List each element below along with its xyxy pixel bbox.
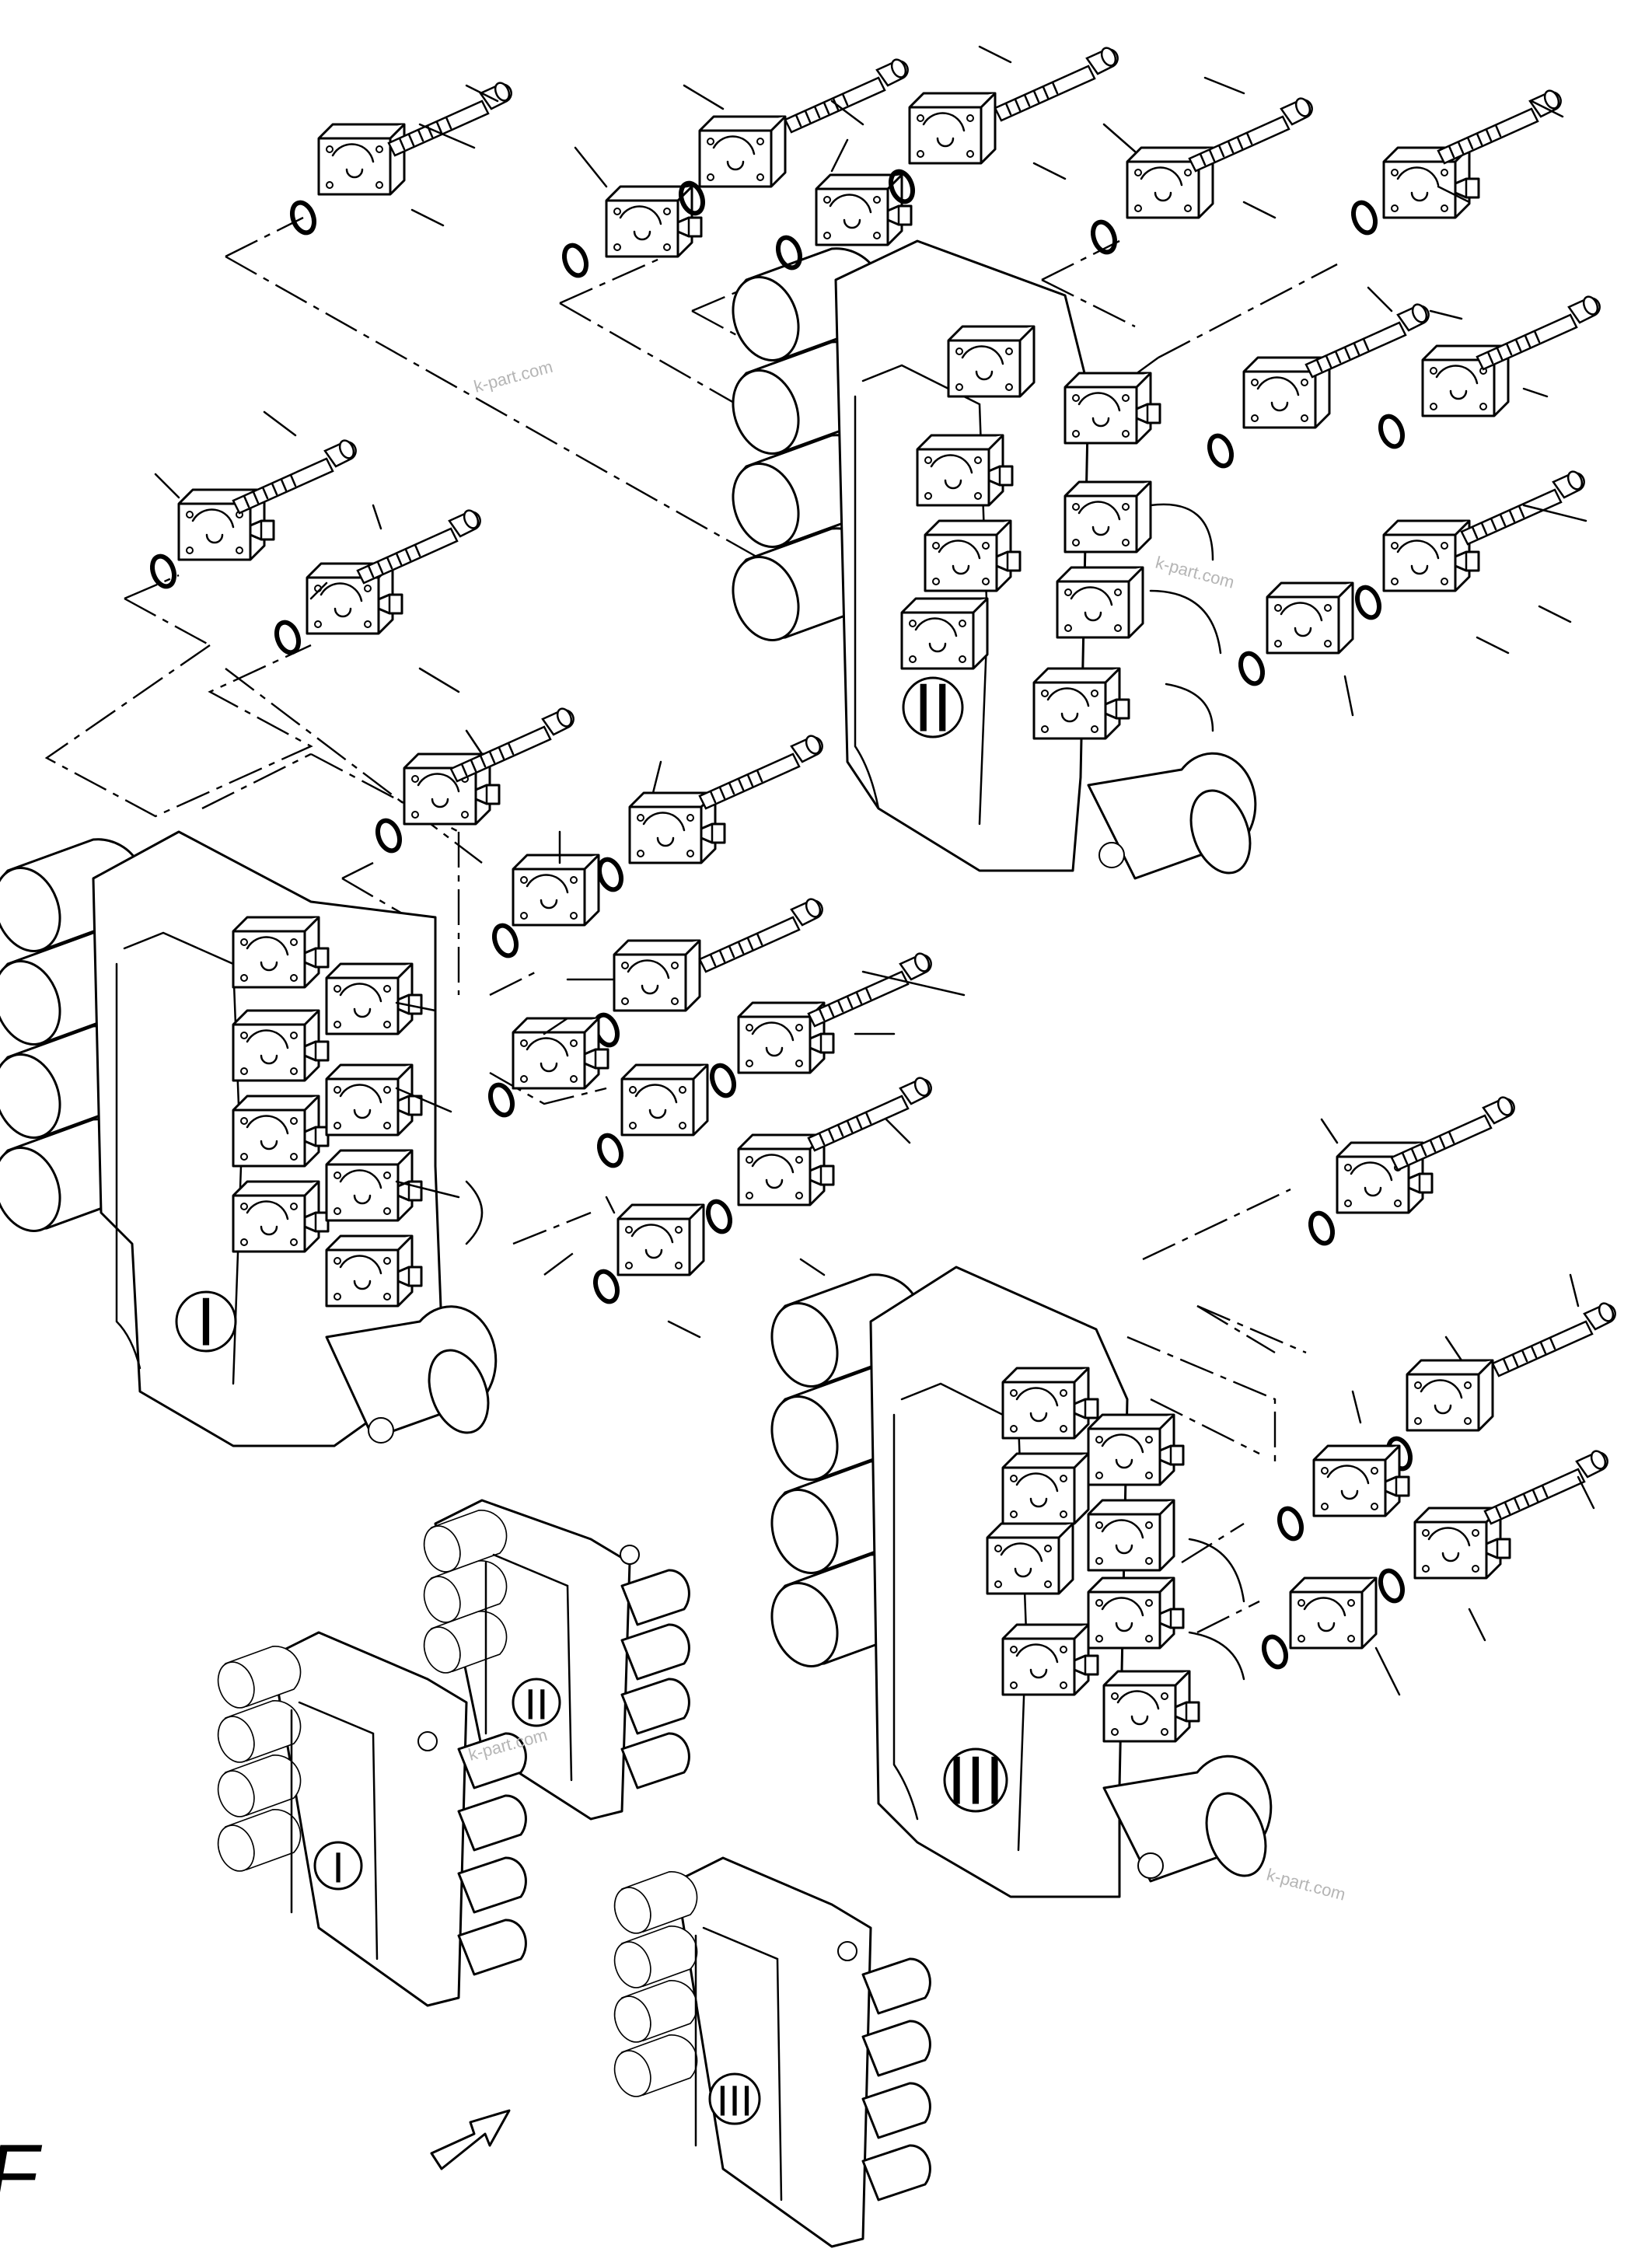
section-label-II: II	[914, 669, 952, 746]
section-label-III: III	[947, 1742, 1004, 1819]
view-label: F	[0, 2128, 49, 2222]
small-assembly-view-I: I	[211, 1631, 527, 2007]
valve-section-I: I	[0, 830, 498, 1447]
small-label-III: III	[717, 2076, 753, 2125]
small-assembly-view-III: III	[607, 1856, 931, 2248]
watermark: k-part.com	[1154, 553, 1237, 592]
small-label-II: II	[524, 1680, 548, 1729]
valve-section-II: II	[721, 239, 1257, 880]
arrow-right-icon	[430, 2109, 511, 2170]
watermark: k-part.com	[472, 357, 555, 396]
leader-lines	[154, 45, 1595, 1696]
watermark: k-part.com	[1265, 1865, 1348, 1905]
section-label-I: I	[197, 1283, 215, 1360]
small-label-I: I	[332, 1843, 344, 1892]
view-f-indicator: F	[0, 2109, 511, 2222]
small-assembly-view-II: II	[417, 1499, 690, 1821]
valve-section-III: III	[760, 1266, 1273, 1898]
